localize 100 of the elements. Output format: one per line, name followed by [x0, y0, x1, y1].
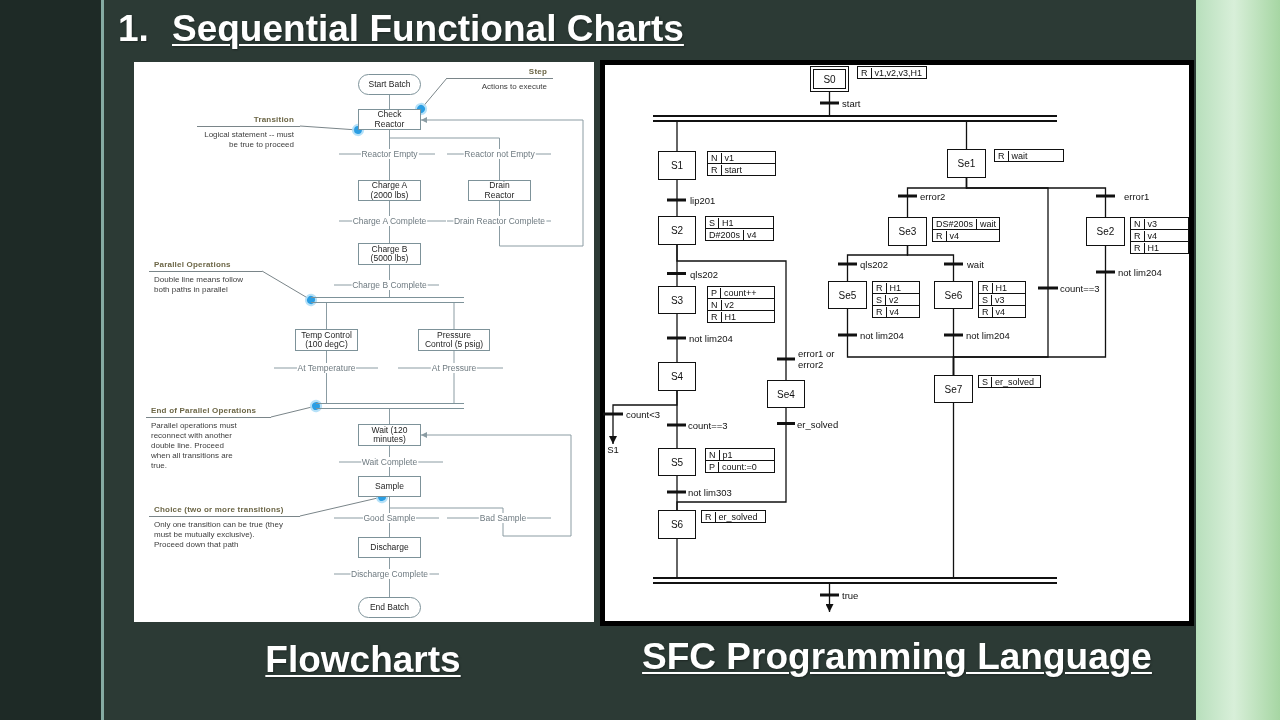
action-name: v4	[888, 306, 900, 317]
action-qualifier: N	[708, 299, 722, 310]
step-label: S1	[670, 160, 684, 171]
action-name: H1	[721, 217, 735, 228]
action-name: wait	[1010, 150, 1029, 161]
action-name: v3	[1146, 218, 1158, 229]
connector	[828, 91, 831, 116]
action-block	[994, 149, 1064, 162]
step-label: S4	[670, 371, 684, 382]
list-number: 1.	[118, 10, 149, 48]
action-qualifier: R	[708, 164, 722, 175]
process-box	[358, 243, 421, 265]
step-label: Se3	[898, 226, 917, 237]
connector	[676, 244, 787, 381]
step-box	[658, 151, 696, 180]
transition-label: er_solved	[797, 418, 839, 429]
action-block	[857, 66, 927, 79]
step-box	[888, 217, 927, 246]
step-label: Se1	[957, 158, 976, 169]
process-label: Charge B (5000 lbs)	[369, 244, 410, 264]
transition-label: At Pressure	[430, 363, 478, 373]
note-heading: End of Parallel Operations	[146, 401, 271, 418]
action-qualifier: R	[702, 511, 716, 522]
leader-line	[414, 77, 448, 116]
step-box	[658, 448, 696, 476]
action-name: v4	[994, 306, 1006, 317]
note-heading: Choice (two or more transitions)	[149, 500, 300, 517]
connector	[389, 408, 390, 425]
step-label: S2	[670, 225, 684, 236]
action-block	[978, 375, 1041, 388]
note-text: Double line means follow both paths in parallel	[153, 275, 244, 295]
action-block	[1130, 241, 1189, 254]
action-qualifier: P	[706, 461, 719, 472]
process-box	[295, 329, 358, 351]
step-label: S5	[670, 456, 684, 468]
action-name: v4	[746, 229, 758, 240]
step-box	[1086, 217, 1125, 246]
step-box	[767, 380, 805, 408]
step-label: Se5	[838, 289, 857, 301]
action-name: H1	[1146, 242, 1160, 253]
connector	[676, 538, 678, 578]
connector	[389, 94, 390, 110]
process-box	[468, 180, 531, 201]
action-qualifier: N	[706, 449, 720, 460]
connector	[906, 245, 955, 282]
process-box	[358, 109, 421, 130]
step-label: Se6	[944, 289, 963, 301]
arrow	[420, 117, 584, 247]
connector	[965, 121, 968, 150]
connector	[326, 302, 327, 330]
action-block	[978, 305, 1026, 318]
action-block	[705, 228, 774, 241]
note-text: Only one transition can be true (they must be mutually exclusive). Proceed down that path	[153, 520, 284, 550]
step-box	[934, 375, 973, 403]
action-name: wait	[979, 218, 998, 229]
process-box	[358, 424, 421, 446]
action-name: p1	[721, 449, 734, 460]
initial-step-box	[810, 66, 849, 92]
terminal-shape	[358, 74, 421, 95]
step-label: Se7	[944, 383, 963, 395]
transition-label: Reactor not Empty	[463, 149, 536, 159]
transition-label: Charge B Complete	[351, 280, 428, 290]
terminal-label: End Batch	[369, 602, 410, 613]
action-name: H1	[994, 282, 1008, 293]
transition-label: not lim204	[860, 329, 904, 341]
panel-caption: Flowcharts	[265, 641, 461, 679]
connector	[676, 179, 678, 217]
action-qualifier: R	[858, 67, 872, 78]
step-box	[658, 286, 696, 314]
transition-label: Drain Reactor Complete	[452, 216, 547, 226]
action-block	[707, 163, 776, 176]
action-block	[707, 310, 775, 323]
action-name: v1,v2,v3,H1	[873, 67, 924, 78]
transition-label: wait	[967, 258, 984, 270]
action-qualifier: S	[979, 294, 992, 305]
action-name: v1	[723, 152, 735, 163]
terminal-shape	[358, 597, 421, 618]
action-qualifier: N	[1131, 218, 1145, 229]
action-qualifier: DS#200s	[933, 218, 978, 229]
note-text: Parallel operations must reconnect with another double line. Proceed when all transitions are true.	[150, 421, 238, 471]
action-qualifier: P	[708, 287, 721, 298]
transition-label: qls202	[690, 268, 718, 279]
step-label: Se2	[1096, 226, 1115, 237]
action-qualifier: S	[979, 376, 992, 387]
connector	[676, 390, 678, 449]
action-qualifier: D#200s	[706, 229, 745, 240]
parallel-bar	[316, 403, 464, 409]
parallel-bar	[653, 577, 1057, 584]
action-name: H1	[723, 311, 737, 322]
process-label: Discharge	[370, 542, 409, 553]
step-box	[828, 281, 867, 309]
transition-label: Good Sample	[362, 513, 417, 523]
note-text: Logical statement -- must be true to proceed	[203, 130, 295, 150]
action-qualifier: R	[979, 282, 993, 293]
action-qualifier: R	[1131, 242, 1145, 253]
panel-caption: SFC Programming Language	[642, 638, 1152, 676]
process-label: Charge A (2000 lbs)	[369, 181, 410, 200]
transition-label: At Temperature	[296, 363, 357, 373]
connector	[952, 308, 955, 376]
step-box	[658, 216, 696, 245]
